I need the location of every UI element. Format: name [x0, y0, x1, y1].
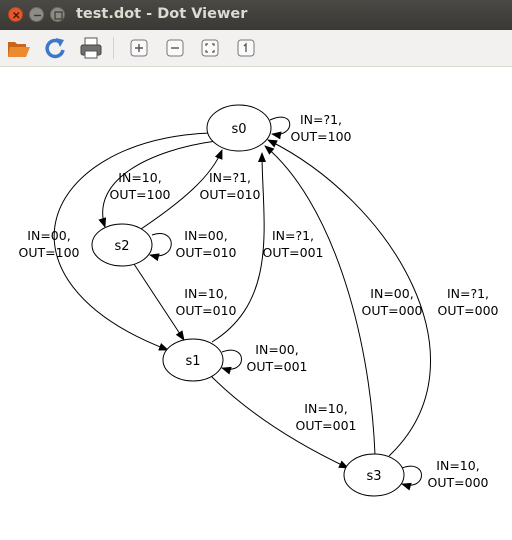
edge-s3-s0-a	[264, 145, 376, 456]
edge-label-s3-s0-a: IN=00, OUT=000	[362, 286, 423, 318]
window-title: test.dot - Dot Viewer	[76, 6, 248, 22]
node-label: s3	[366, 469, 381, 484]
edge-label-s1-s1: IN=00, OUT=001	[247, 342, 308, 374]
toolbar-separator	[113, 37, 114, 59]
printer-icon	[80, 37, 102, 59]
edge-label-line: OUT=000	[362, 303, 423, 318]
edge-label-line: OUT=001	[263, 245, 324, 260]
edge-s2-s1	[133, 263, 185, 341]
edge-label-line: OUT=001	[247, 359, 308, 374]
edge-label-line: OUT=001	[296, 418, 357, 433]
edge-label-s0-s1: IN=00, OUT=100	[19, 228, 80, 260]
edge-label-line: OUT=000	[428, 475, 489, 490]
edge-label-s3-s0-b: IN=?1, OUT=000	[438, 286, 499, 318]
reload-button[interactable]	[42, 35, 68, 61]
edge-label-line: IN=?1,	[209, 170, 251, 185]
edge-label-line: IN=00,	[27, 228, 70, 243]
maximize-window-button[interactable]	[50, 7, 65, 22]
zoom-out-icon	[166, 39, 184, 57]
edge-label-line: OUT=100	[19, 245, 80, 260]
folder-open-icon	[8, 42, 30, 57]
edge-label-s3-s3: IN=10, OUT=000	[428, 458, 489, 490]
zoom-fit-button[interactable]	[197, 35, 223, 61]
edge-label-line: IN=10,	[184, 286, 227, 301]
edge-label-s2-s0: IN=?1, OUT=010	[200, 170, 261, 202]
edge-label-line: IN=00,	[255, 342, 298, 357]
edge-label-line: IN=10,	[304, 401, 347, 416]
edge-s0-s2	[98, 140, 217, 228]
node-label: s1	[185, 354, 200, 369]
node-s2[interactable]: s2	[91, 223, 153, 267]
edge-label-line: IN=00,	[184, 228, 227, 243]
edges	[53, 116, 431, 491]
node-s3[interactable]: s3	[343, 453, 405, 497]
edge-label-s0-s0: IN=?1, OUT=100	[291, 112, 352, 144]
node-s0[interactable]: s0	[206, 104, 272, 152]
maximize-icon	[54, 11, 63, 20]
open-button[interactable]	[6, 35, 32, 61]
edge-label-line: OUT=100	[110, 187, 171, 202]
edge-labels: IN=?1, OUT=100 IN=10, OUT=100 IN=?1, OUT…	[19, 112, 499, 490]
edge-label-line: OUT=100	[291, 129, 352, 144]
edge-s3-s3	[401, 465, 422, 491]
edge-label-s0-s2: IN=10, OUT=100	[110, 170, 171, 202]
edge-s2-s2	[149, 233, 172, 262]
state-graph: s0 s2 s1 s3 IN=?1, OUT=100 IN=10, OU	[19, 104, 499, 497]
zoom-100-icon	[237, 39, 255, 57]
node-label: s0	[231, 122, 246, 137]
node-s1[interactable]: s1	[162, 338, 224, 382]
edge-s0-s1	[53, 132, 211, 351]
zoom-out-button[interactable]	[162, 35, 188, 61]
edge-label-s2-s2: IN=00, OUT=010	[176, 228, 237, 260]
graph-canvas[interactable]: s0 s2 s1 s3 IN=?1, OUT=100 IN=10, OU	[0, 67, 512, 540]
edge-s3-s0-b	[267, 139, 431, 457]
edge-label-line: OUT=010	[176, 303, 237, 318]
title-bar: test.dot - Dot Viewer	[0, 0, 512, 30]
edge-label-line: IN=10,	[118, 170, 161, 185]
edge-s0-s0	[269, 116, 291, 140]
edge-s2-s0	[134, 149, 223, 234]
edge-label-s1-s0: IN=?1, OUT=001	[263, 228, 324, 260]
zoom-in-icon	[130, 39, 148, 57]
edge-label-line: OUT=000	[438, 303, 499, 318]
close-window-button[interactable]	[8, 7, 23, 22]
edge-label-line: IN=10,	[436, 458, 479, 473]
edge-s1-s1	[221, 349, 242, 375]
edge-s1-s0	[211, 152, 267, 343]
zoom-fit-icon	[201, 39, 219, 57]
print-button[interactable]	[78, 35, 104, 61]
toolbar	[0, 30, 512, 67]
minimize-icon	[34, 14, 41, 17]
edge-label-line: OUT=010	[200, 187, 261, 202]
edge-label-line: IN=?1,	[272, 228, 314, 243]
edge-label-line: OUT=010	[176, 245, 237, 260]
refresh-icon	[45, 38, 65, 59]
zoom-in-button[interactable]	[126, 35, 152, 61]
nodes: s0 s2 s1 s3	[91, 104, 405, 497]
edge-label-line: IN=?1,	[300, 112, 342, 127]
close-icon	[13, 12, 20, 19]
minimize-window-button[interactable]	[29, 7, 44, 22]
zoom-100-button[interactable]	[233, 35, 259, 61]
edge-label-s2-s1: IN=10, OUT=010	[176, 286, 237, 318]
node-label: s2	[114, 239, 129, 254]
edge-label-line: IN=?1,	[447, 286, 489, 301]
edge-s1-s3	[210, 375, 349, 469]
edge-label-s1-s3: IN=10, OUT=001	[296, 401, 357, 433]
edge-label-line: IN=00,	[370, 286, 413, 301]
